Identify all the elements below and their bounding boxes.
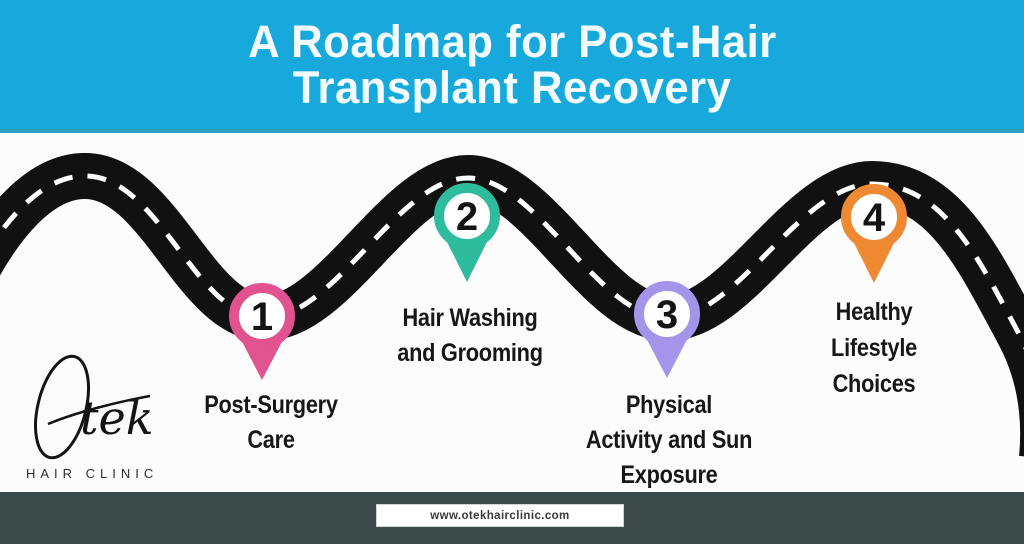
otek-logo: tek HAIR CLINIC — [22, 352, 172, 481]
stop-label-1: Post-Surgery Care — [149, 388, 393, 458]
stop-label-line: Physical — [625, 391, 713, 419]
footer-bar: www.otekhairclinic.com — [0, 492, 1024, 544]
website-url-box: www.otekhairclinic.com — [377, 505, 623, 526]
page-title-line-2: Transplant Recovery — [292, 61, 732, 113]
signature-text: tek — [80, 391, 154, 445]
stop-label-line: Hair Washing — [402, 304, 538, 332]
pin-ring — [434, 183, 500, 249]
map-pin-4: 4 — [841, 184, 907, 283]
stop-label-line: Healthy — [835, 298, 913, 326]
otek-signature-icon: tek — [34, 354, 154, 460]
stop-label-line: Lifestyle — [831, 334, 917, 362]
stop-label-4: Healthy Lifestyle Choices — [752, 294, 996, 402]
stop-label-line: Care — [247, 426, 295, 454]
page-title-line-1: A Roadmap for Post-Hair — [247, 15, 777, 67]
stop-label-line: Choices — [832, 370, 916, 398]
stop-label-line: Activity and Sun — [585, 426, 753, 454]
pin-ring — [229, 283, 295, 349]
pin-number: 3 — [656, 293, 678, 337]
road-centerline-dashes — [0, 173, 1024, 351]
pin-number: 4 — [863, 196, 886, 240]
website-url: www.otekhairclinic.com — [430, 509, 570, 522]
map-pin-1: 1 — [229, 283, 295, 380]
stop-label-line: and Grooming — [397, 339, 543, 367]
map-pin-2: 2 — [434, 183, 500, 282]
logo-subtitle: HAIR CLINIC — [26, 466, 159, 481]
pin-ring — [634, 281, 700, 347]
pin-ring — [841, 184, 907, 250]
pin-number: 1 — [251, 295, 273, 339]
pin-number: 2 — [456, 195, 478, 239]
map-pin-3: 3 — [634, 281, 700, 378]
header-banner: A Roadmap for Post-Hair Transplant Recov… — [0, 0, 1024, 133]
stop-label-line: Exposure — [620, 461, 718, 489]
stop-label-3: Physical Activity and Sun Exposure — [547, 388, 791, 493]
stop-label-2: Hair Washing and Grooming — [348, 301, 592, 371]
stop-label-line: Post-Surgery — [204, 391, 338, 419]
